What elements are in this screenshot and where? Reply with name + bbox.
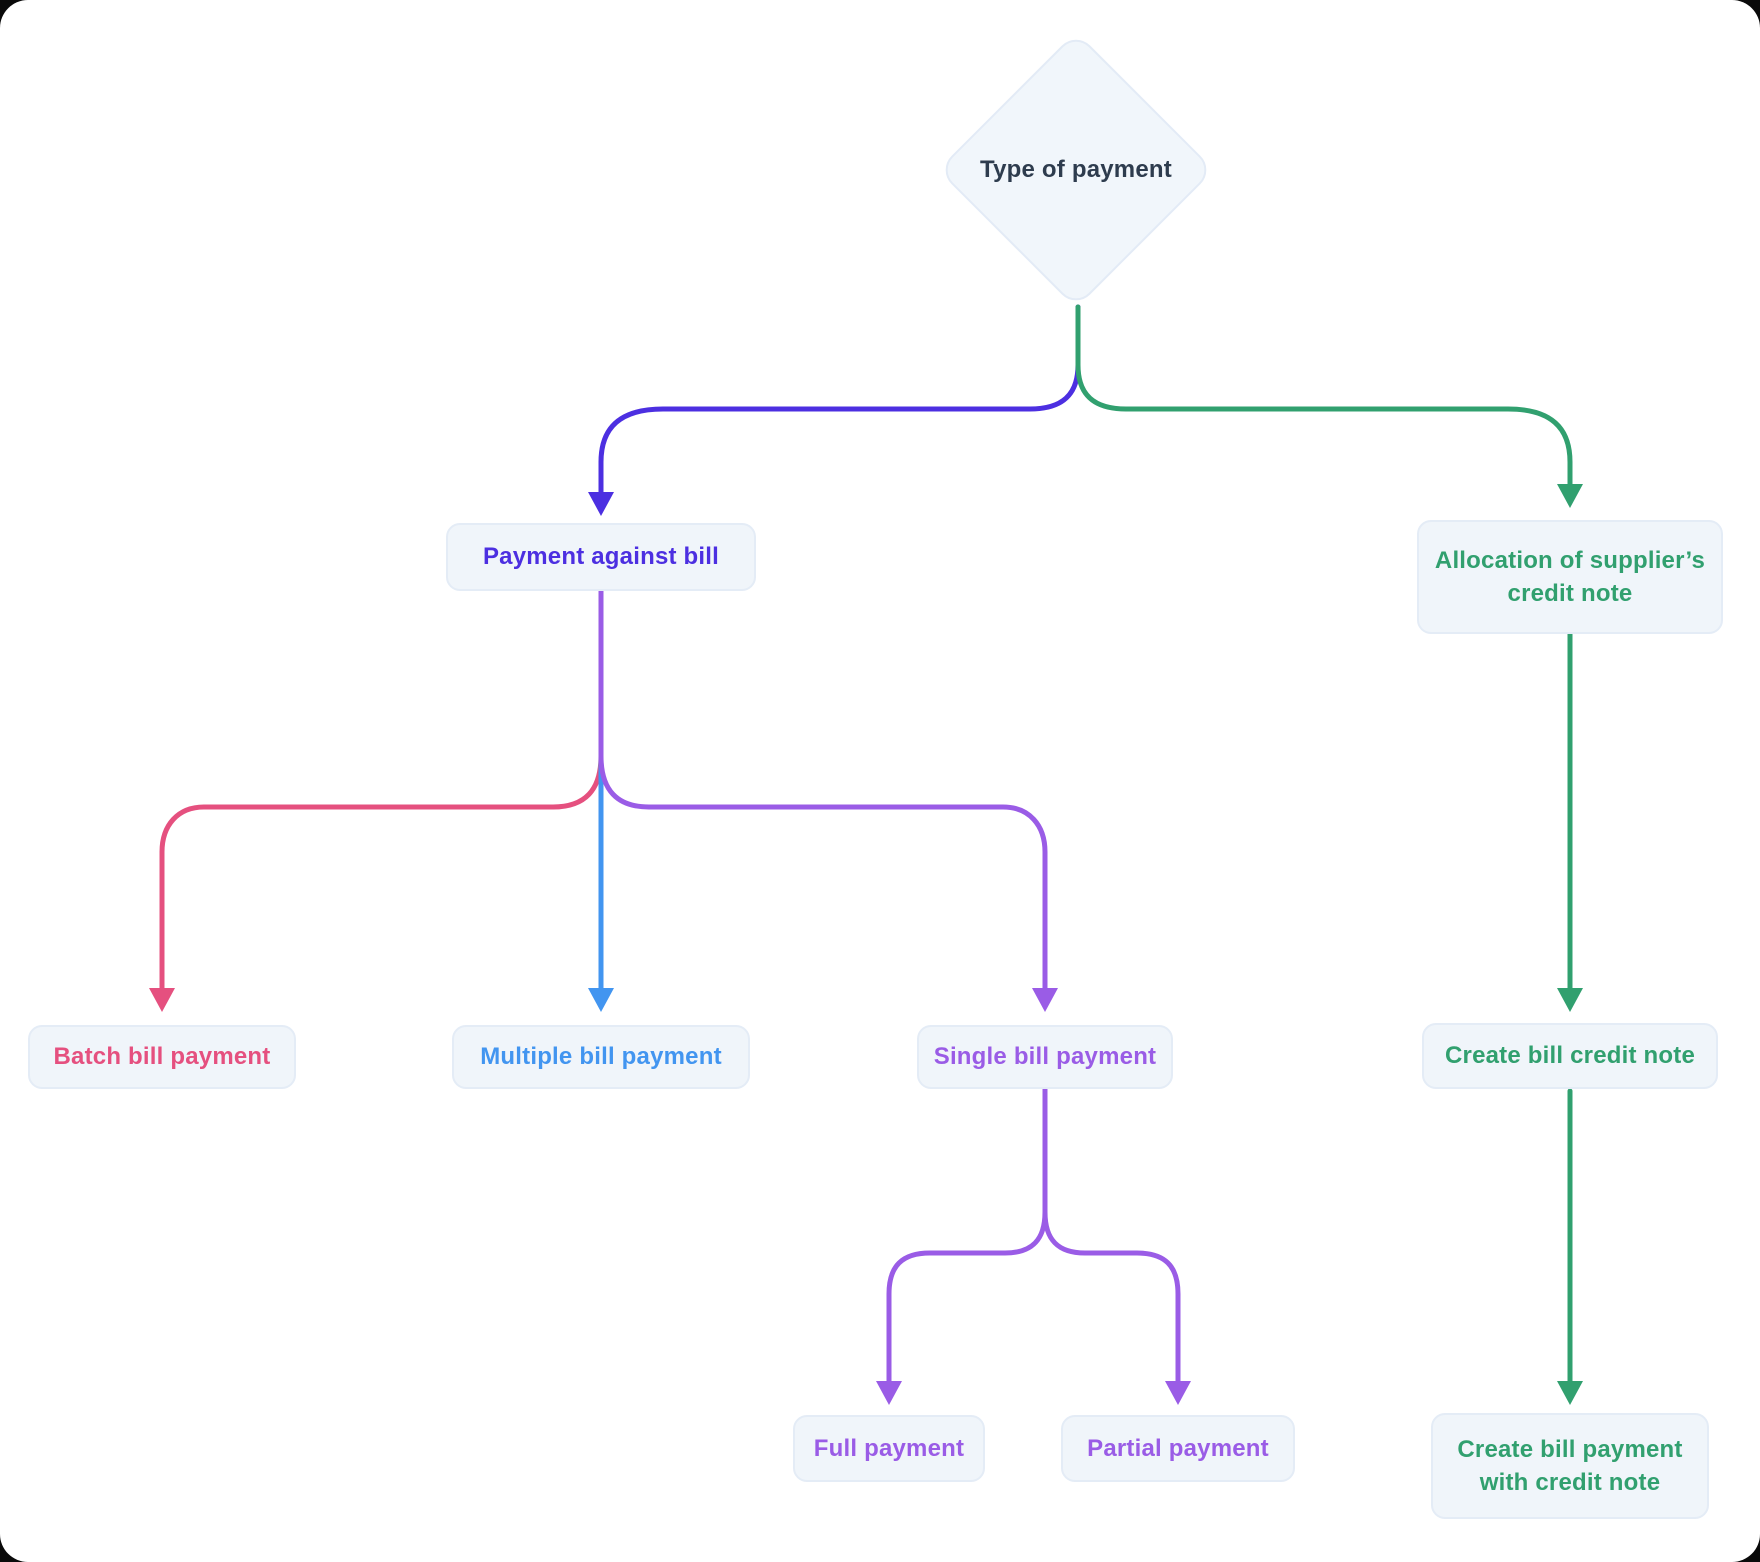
node-create-bill-payment-with-credit-note: Create bill payment with credit note [1431, 1413, 1709, 1519]
edge-type-to-payment-against-bill [598, 304, 1081, 495]
arrowhead-batch [149, 988, 175, 1012]
node-payment-against-bill: Payment against bill [446, 523, 756, 591]
arrowhead-multiple [588, 988, 614, 1012]
arrowhead-create-payment [1557, 1381, 1583, 1405]
edge-payment-to-batch [159, 588, 604, 991]
arrowhead-payment-against-bill [588, 492, 614, 516]
node-allocation-supplier-credit-note: Allocation of supplier’s credit note [1417, 520, 1723, 634]
node-create-bill-credit-note: Create bill credit note [1422, 1023, 1718, 1089]
node-single-bill-payment: Single bill payment [917, 1025, 1173, 1089]
edge-single-to-full [886, 1086, 1048, 1384]
node-full-payment: Full payment [793, 1415, 985, 1482]
node-batch-bill-payment: Batch bill payment [28, 1025, 296, 1089]
arrowhead-partial [1165, 1381, 1191, 1405]
node-multiple-bill-payment: Multiple bill payment [452, 1025, 750, 1089]
arrowhead-single [1032, 988, 1058, 1012]
arrowhead-full [876, 1381, 902, 1405]
edge-payment-to-single [598, 588, 1048, 991]
arrowhead-create-credit-note [1557, 988, 1583, 1012]
edge-single-to-partial [1042, 1086, 1181, 1384]
arrowhead-allocation [1557, 484, 1583, 508]
node-partial-payment: Partial payment [1061, 1415, 1295, 1482]
node-type-of-payment-label: Type of payment [980, 156, 1172, 183]
edge-type-to-allocation [1075, 304, 1573, 487]
